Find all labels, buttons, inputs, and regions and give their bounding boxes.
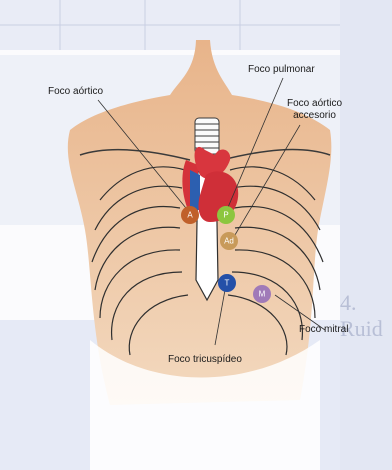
label-foco-mitral: Foco mitral [299,324,348,336]
marker-mitral: M [253,285,271,303]
marker-tricuspideo: T [218,274,236,292]
svg-text:Ad: Ad [224,237,234,246]
marker-pulmonar: P [217,206,235,224]
marker-accesorio: Ad [220,232,238,250]
label-accesorio-line2: accesorio [293,110,336,121]
label-foco-aortico: Foco aórtico [48,86,103,98]
label-foco-pulmonar: Foco pulmonar [248,64,315,76]
label-foco-aortico-accesorio: Foco aórtico accesorio [287,98,342,122]
svg-text:A: A [187,211,193,220]
label-foco-tricuspideo: Foco tricuspídeo [168,354,242,366]
svg-text:M: M [259,290,266,299]
svg-text:T: T [225,279,230,288]
svg-text:P: P [223,211,228,220]
label-accesorio-line1: Foco aórtico [287,98,342,109]
marker-aortico: A [181,206,199,224]
